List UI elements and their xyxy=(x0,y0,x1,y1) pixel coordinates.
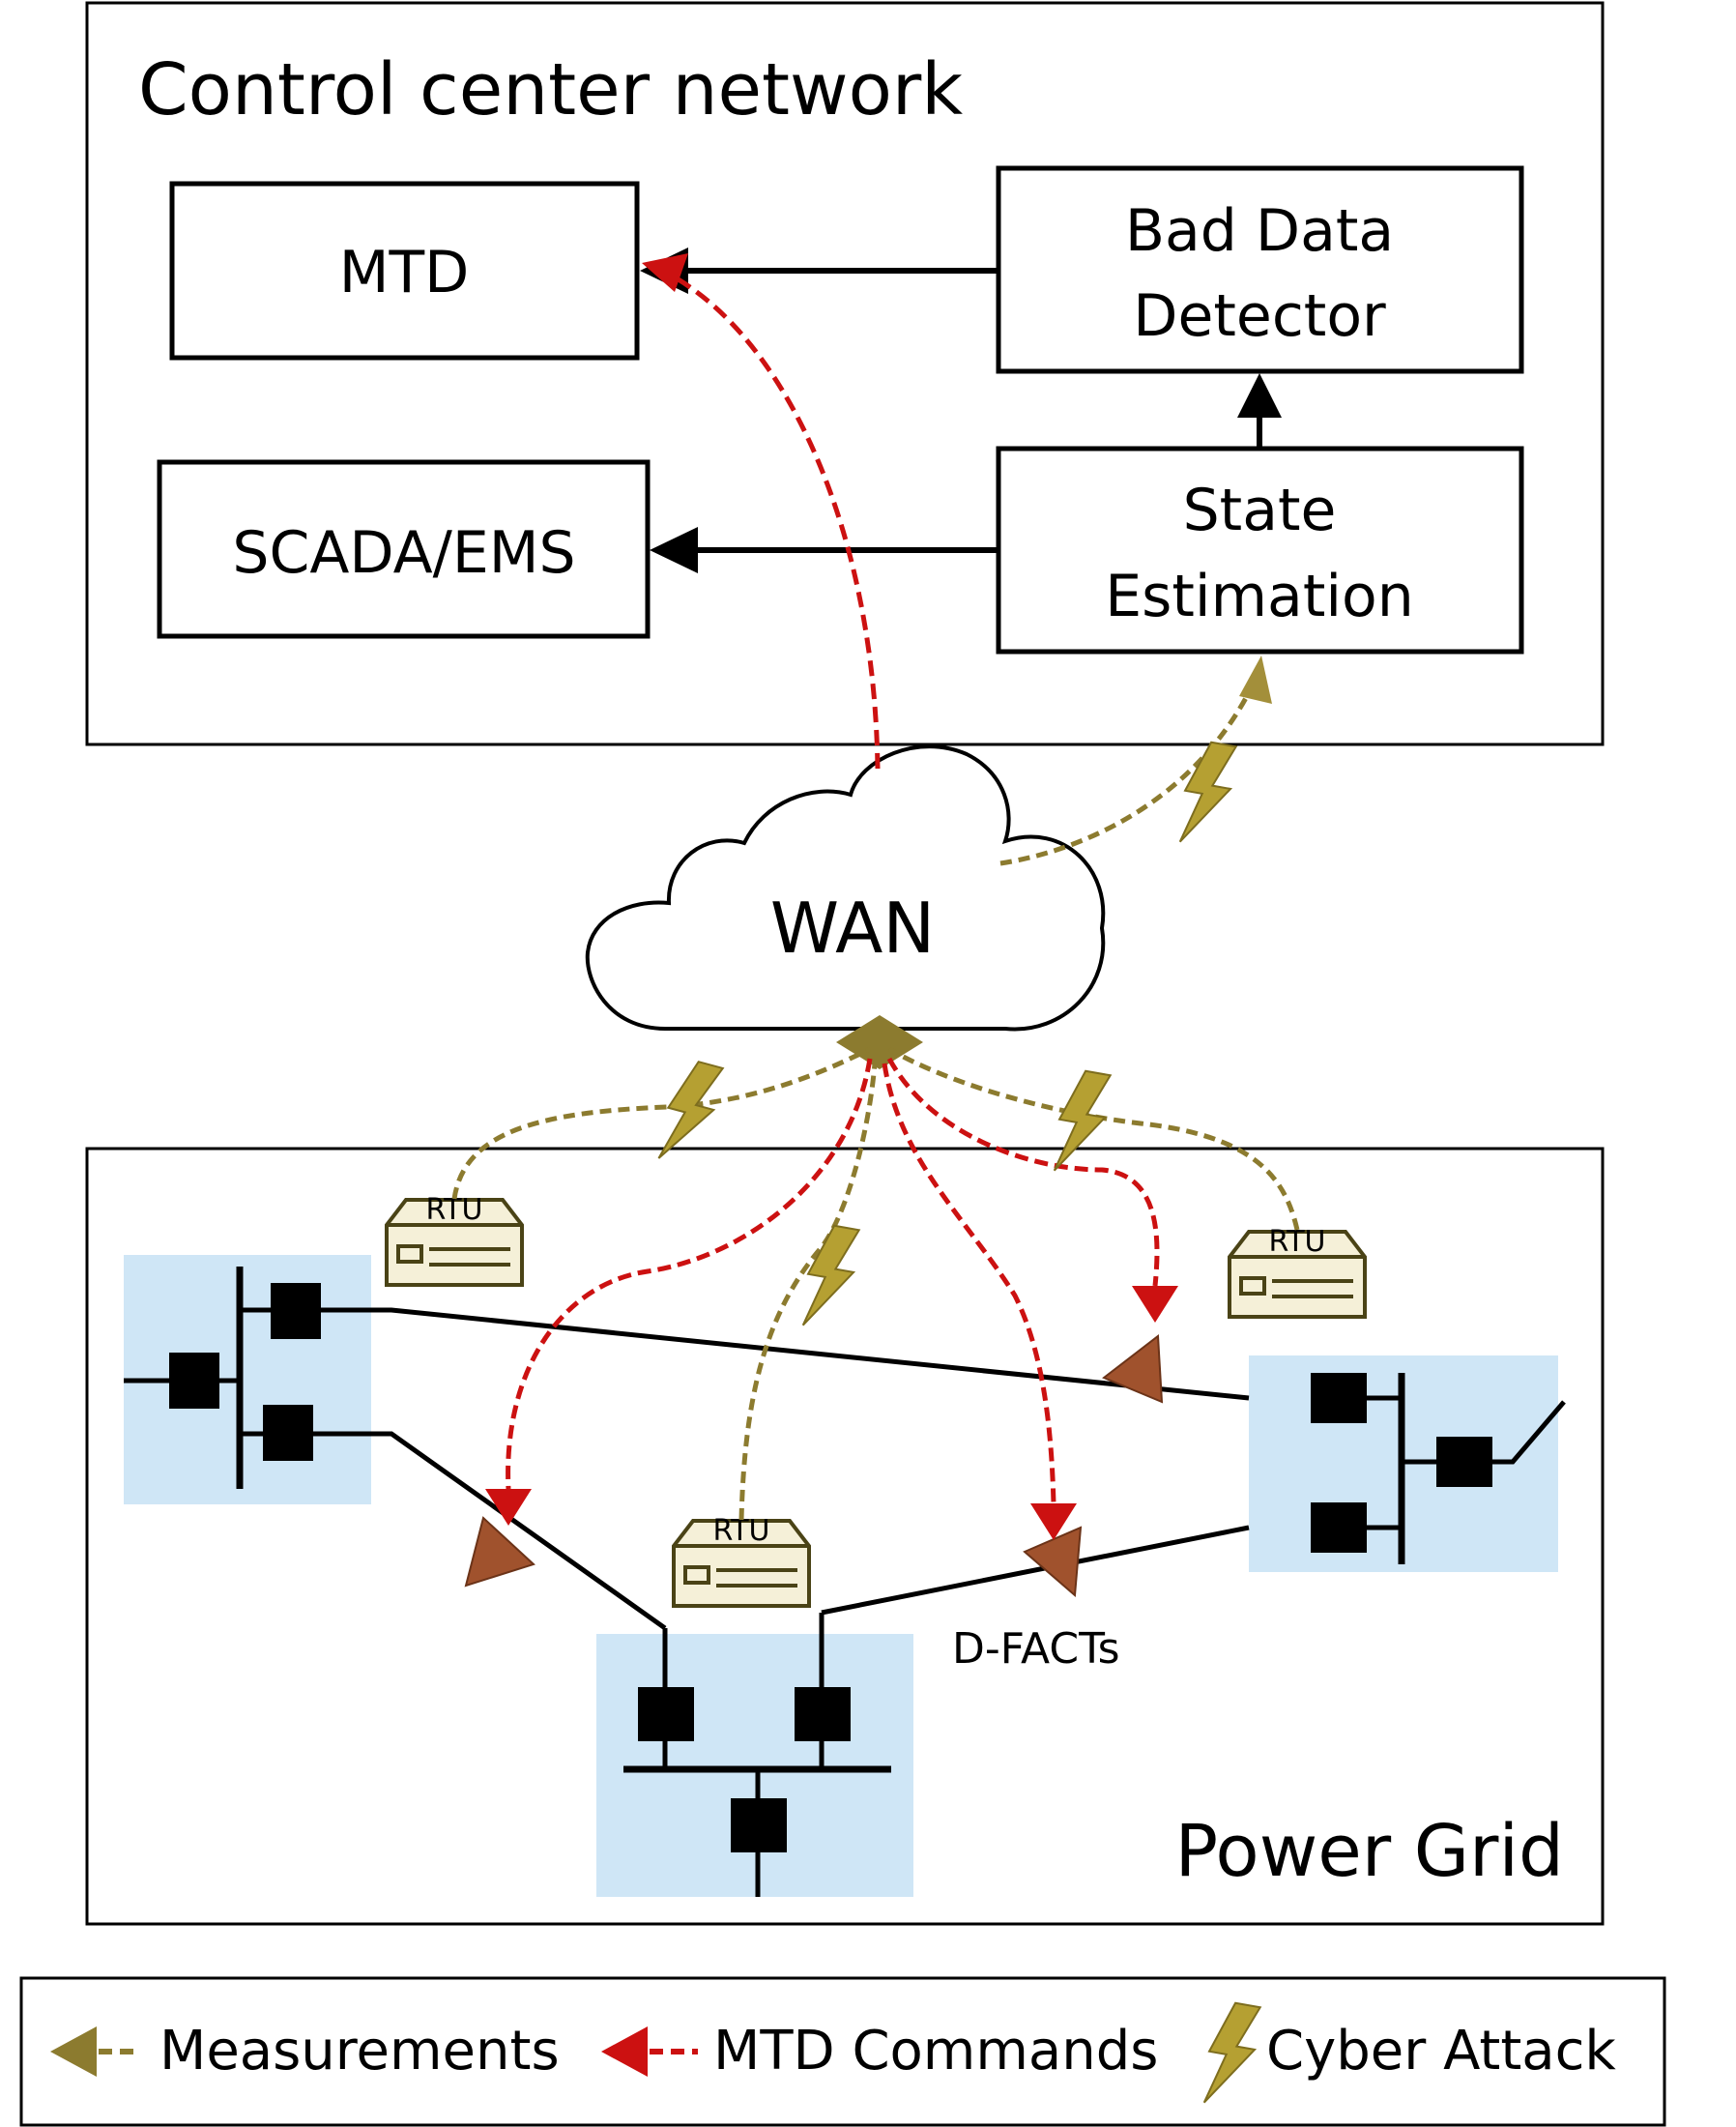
mtd-command-arrowhead xyxy=(1030,1503,1077,1540)
legend-measurements-label: Measurements xyxy=(159,2020,560,2083)
rtu-left: RTU xyxy=(385,1193,524,1287)
mtd-command-lines xyxy=(506,1057,1160,1504)
mtd-label: MTD xyxy=(339,239,470,306)
arrow-state-to-bad-data xyxy=(1237,373,1282,449)
dfacts-device-left xyxy=(464,1516,535,1588)
mtd-command-arrowhead xyxy=(1132,1286,1178,1323)
mtd-command-arrow-icon xyxy=(601,2026,648,2077)
breaker xyxy=(1436,1437,1492,1487)
wan-label: WAN xyxy=(770,888,935,969)
breaker xyxy=(169,1353,219,1409)
dfacts-label: D-FACTs xyxy=(952,1624,1120,1674)
scada-ems-label: SCADA/EMS xyxy=(232,519,575,587)
substation-right xyxy=(1311,1373,1566,1564)
breaker xyxy=(638,1687,694,1741)
dfacts-device-bottom xyxy=(1023,1526,1083,1598)
cyber-attack-icon xyxy=(1199,1998,1263,2111)
breaker xyxy=(1311,1373,1367,1423)
scada-ems-block: SCADA/EMS xyxy=(157,459,651,639)
substation-bottom xyxy=(623,1613,891,1897)
legend-mtd-commands-label: MTD Commands xyxy=(713,2020,1158,2083)
control-center-title: Control center network xyxy=(138,48,963,131)
power-grid-title: Power Grid xyxy=(1174,1810,1564,1893)
cyber-attack-bolt-state xyxy=(1174,738,1239,850)
bad-data-label-line1: Bad Data xyxy=(1125,197,1394,265)
legend-cyber-attack-label: Cyber Attack xyxy=(1266,2020,1616,2083)
breaker xyxy=(795,1687,851,1741)
breaker xyxy=(731,1798,787,1852)
breaker xyxy=(263,1405,313,1461)
bad-data-detector-block: Bad Data Detector xyxy=(996,165,1524,374)
legend-mtd-commands: MTD Commands xyxy=(601,2020,1158,2083)
measurement-wan-to-state-estimation xyxy=(999,656,1272,866)
control-center-frame xyxy=(85,1,1605,746)
breaker xyxy=(1311,1502,1367,1553)
cyber-attack-bolt-right xyxy=(1049,1066,1114,1179)
substation-left xyxy=(124,1267,321,1489)
measurement-lines xyxy=(451,1046,1300,1521)
legend-measurements: Measurements xyxy=(50,2020,560,2083)
state-estimation-label-line2: Estimation xyxy=(1105,563,1414,630)
state-estimation-block: State Estimation xyxy=(996,446,1524,655)
measurement-arrow-icon xyxy=(50,2026,97,2077)
rtu-bottom: RTU xyxy=(672,1514,811,1608)
cyber-attack-bolt-left xyxy=(653,1056,726,1170)
legend-frame xyxy=(19,1976,1666,2127)
arrow-bad-data-to-mtd xyxy=(640,248,998,294)
breaker xyxy=(271,1283,321,1339)
mtd-block: MTD xyxy=(169,181,640,361)
state-estimation-label-line1: State xyxy=(1183,477,1337,544)
rtu-label: RTU xyxy=(1269,1225,1326,1259)
legend-cyber-attack: Cyber Attack xyxy=(1199,1998,1616,2111)
dfacts-device-top xyxy=(1102,1334,1164,1404)
wan-cloud: WAN xyxy=(585,744,1106,1032)
substation-bottom-area xyxy=(596,1634,913,1897)
mtd-command-wan-to-mtd xyxy=(642,253,881,770)
power-grid-frame xyxy=(85,1147,1605,1926)
arrow-state-to-scada xyxy=(650,527,998,573)
bad-data-label-line2: Detector xyxy=(1133,282,1386,350)
rtu-right: RTU xyxy=(1228,1225,1367,1319)
cyber-attack-bolt-bottom xyxy=(797,1221,862,1333)
mtd-command-arrowhead xyxy=(485,1489,532,1526)
